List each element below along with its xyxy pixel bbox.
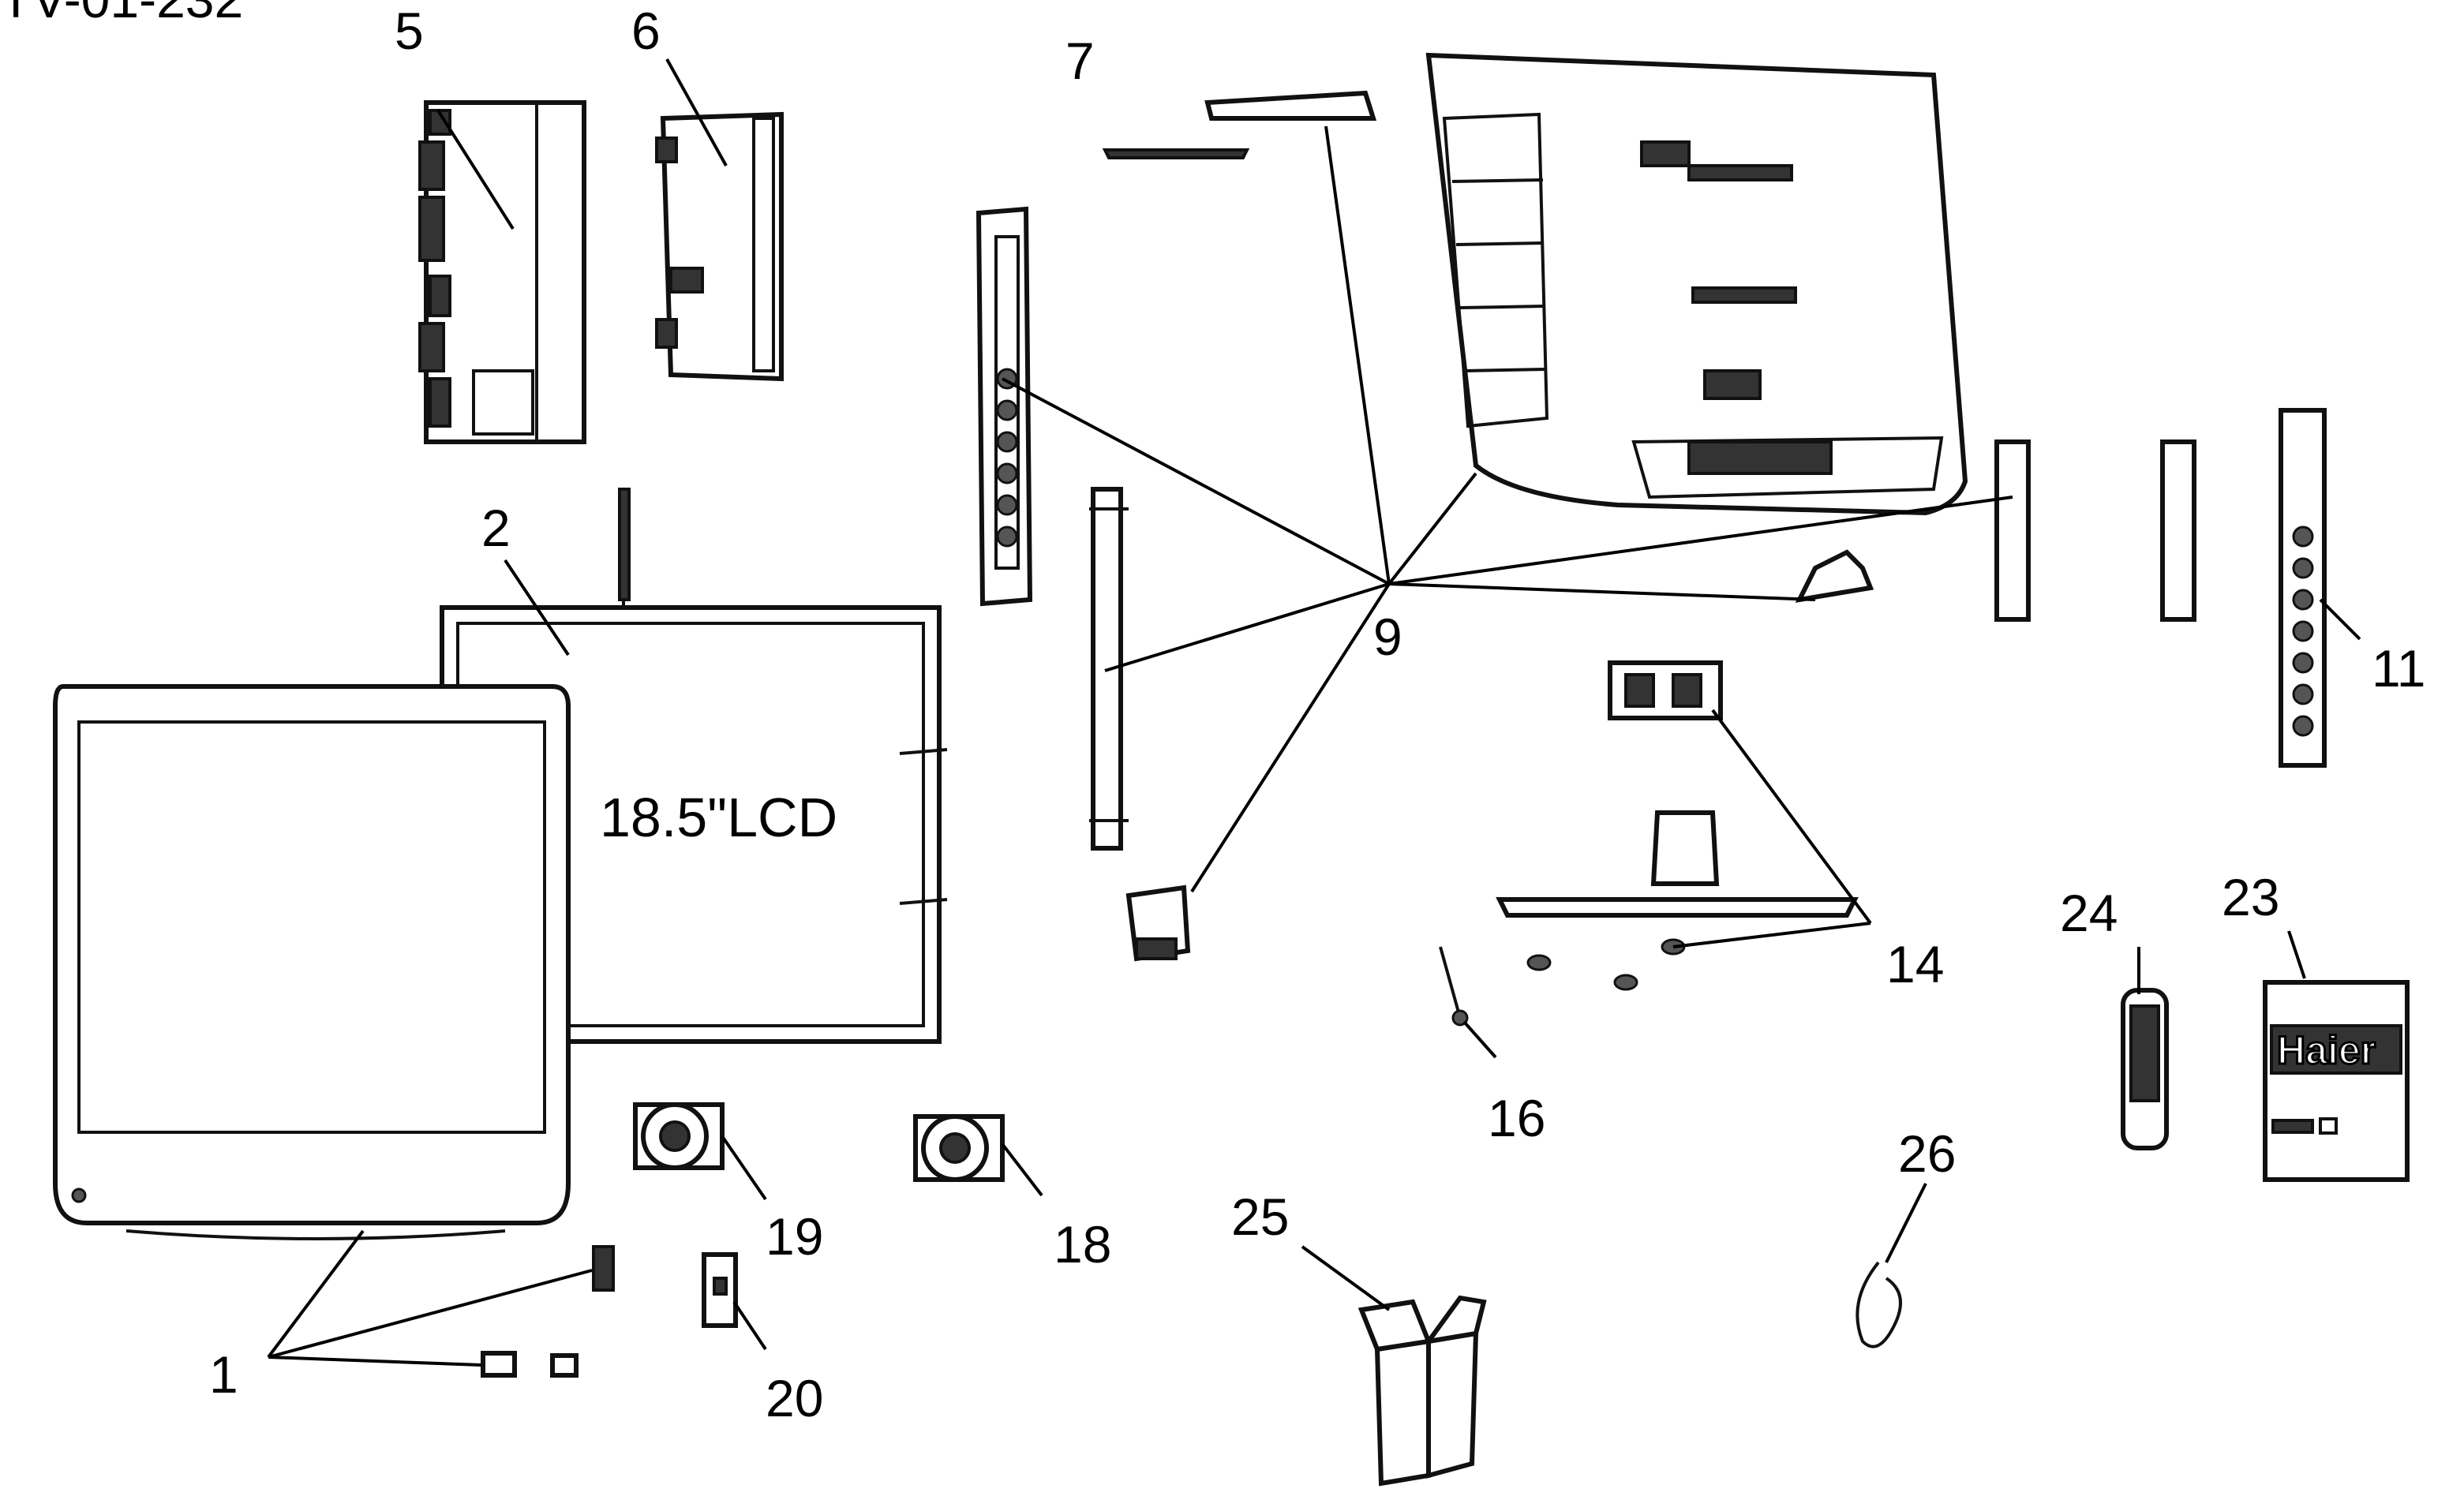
stand-base-part <box>1496 810 1859 991</box>
small-strip-parts <box>1994 439 2196 622</box>
power-cable-part <box>1855 1261 1902 1348</box>
callout-20: 20 <box>766 1369 823 1427</box>
callout-2: 2 <box>481 499 511 557</box>
callout-19: 19 <box>766 1207 823 1266</box>
callout-numbers: 5 6 7 2 9 11 14 24 23 16 26 25 19 18 20 … <box>209 2 2426 1427</box>
manual-logo-text: Haier <box>2277 1028 2376 1072</box>
callout-25: 25 <box>1231 1187 1289 1246</box>
lcd-size-label: 18.5"LCD <box>600 787 837 848</box>
bracket-part-7 <box>1102 148 1250 159</box>
terminal-bracket-part <box>975 206 1033 607</box>
speaker-part-18 <box>913 1114 1005 1182</box>
top-bracket-part <box>1204 90 1377 121</box>
stand-neck-part <box>1795 549 1874 603</box>
callout-18: 18 <box>1054 1215 1111 1274</box>
screw-part <box>1439 946 1469 1027</box>
callout-16: 16 <box>1488 1089 1545 1147</box>
callout-1: 1 <box>209 1345 238 1404</box>
callout-23: 23 <box>2222 868 2279 926</box>
callout-26: 26 <box>1898 1124 1956 1183</box>
side-key-strip-part <box>2279 408 2327 768</box>
front-bezel-part <box>53 684 571 1240</box>
main-board-part <box>418 100 586 444</box>
callout-9: 9 <box>1373 608 1402 666</box>
speaker-part-19 <box>633 1102 725 1170</box>
button-board-part-20 <box>702 1252 738 1328</box>
side-bracket-part <box>1125 885 1191 962</box>
remote-control-part <box>2121 988 2169 1150</box>
callout-5: 5 <box>395 2 424 60</box>
callout-24: 24 <box>2060 884 2118 942</box>
callout-6: 6 <box>631 2 661 60</box>
callout-7: 7 <box>1065 32 1095 90</box>
callout-14: 14 <box>1886 935 1944 993</box>
power-board-part <box>655 111 784 382</box>
stand-hinge-part <box>1608 660 1723 720</box>
leader-lines <box>267 58 2361 1367</box>
bezel-clip-parts <box>481 1245 615 1378</box>
user-manual-part <box>2263 980 2410 1182</box>
packing-box-part <box>1357 1295 1487 1487</box>
callout-11: 11 <box>2372 639 2426 698</box>
model-label: TV-01-232 <box>0 0 243 28</box>
back-cover-part <box>1425 52 1968 516</box>
